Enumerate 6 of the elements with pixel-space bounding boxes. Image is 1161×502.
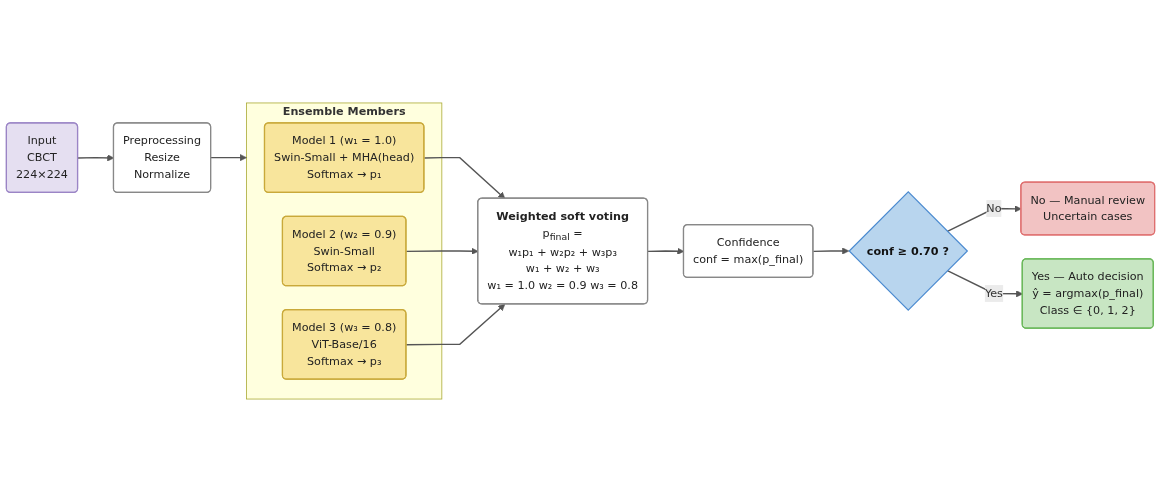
edge-label: No	[986, 201, 1002, 215]
edge-label: Yes	[984, 286, 1003, 300]
node-diamond: conf ≥ 0.70 ?	[848, 191, 969, 311]
arrow	[405, 303, 506, 346]
arrow	[812, 247, 850, 255]
arrow	[423, 156, 506, 199]
